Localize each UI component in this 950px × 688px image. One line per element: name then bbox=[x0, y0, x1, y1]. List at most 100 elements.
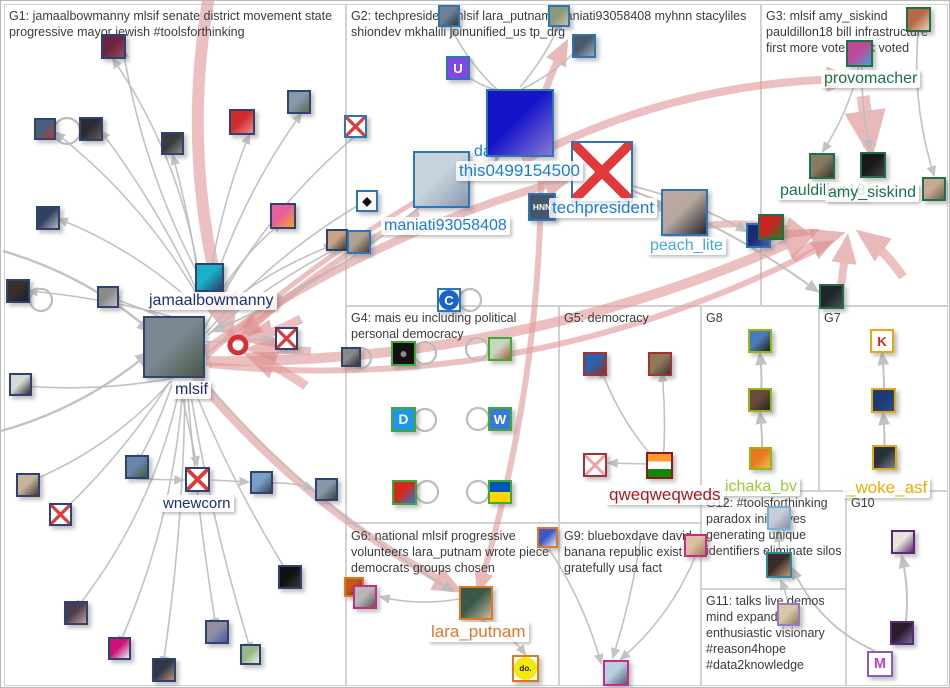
self-loop-edge bbox=[465, 406, 491, 432]
pink-edge bbox=[187, 368, 464, 593]
node-peach_lite[interactable] bbox=[661, 189, 708, 236]
node-g9-man-white[interactable] bbox=[603, 660, 629, 686]
gray-edge bbox=[548, 548, 604, 666]
node-g4-woman[interactable] bbox=[488, 337, 512, 361]
node-g8-top[interactable] bbox=[748, 329, 772, 353]
node-g1-bw-person[interactable] bbox=[97, 286, 119, 308]
node-g8-mid[interactable] bbox=[748, 388, 772, 412]
node-g3-corner[interactable] bbox=[906, 7, 931, 32]
node-g4-edge-bw[interactable] bbox=[341, 347, 361, 367]
node-g1-glasses-man[interactable] bbox=[16, 473, 40, 497]
node-g5-older-man[interactable] bbox=[648, 352, 672, 376]
pink-edge bbox=[205, 228, 821, 367]
node-g4-w-app[interactable]: W bbox=[488, 407, 512, 431]
group-header-g4: G4: mais eu including political personal… bbox=[351, 311, 517, 341]
node-g4-gray-dot[interactable]: ● bbox=[391, 341, 416, 366]
group-header-g3: G3: mlsif amy_siskind pauldillon18 bill … bbox=[766, 9, 928, 55]
node-g12-man[interactable] bbox=[766, 552, 792, 578]
node-g1-gray-woman[interactable] bbox=[205, 620, 229, 644]
gray-edge bbox=[111, 57, 202, 292]
gray-edge bbox=[28, 380, 172, 483]
node-g1-green-art[interactable] bbox=[240, 644, 261, 665]
node-lara_putnam[interactable] bbox=[459, 586, 493, 620]
node-g9-tan[interactable] bbox=[684, 534, 707, 557]
node-g1-hiker[interactable] bbox=[125, 455, 149, 479]
node-g1-x-low[interactable] bbox=[49, 503, 72, 526]
node-g7-circle-k[interactable]: K bbox=[870, 329, 894, 353]
node-g2-motorbike[interactable] bbox=[572, 34, 596, 58]
node-g1-woman-maroon[interactable] bbox=[101, 34, 126, 59]
node-label-lara_putnam: lara_putnam bbox=[428, 622, 529, 642]
node-label-peach_lite: peach_lite bbox=[647, 237, 726, 255]
node-g1-blm[interactable] bbox=[278, 565, 302, 589]
node-qweqweqweds[interactable] bbox=[646, 452, 673, 479]
gray-edge bbox=[205, 334, 275, 345]
node-g2-x[interactable] bbox=[344, 115, 367, 138]
node-g1-curly-woman[interactable] bbox=[64, 601, 88, 625]
gray-edge bbox=[1, 350, 152, 433]
node-g5-blue-suit[interactable] bbox=[583, 352, 607, 376]
node-g7-navy-text[interactable] bbox=[871, 388, 896, 413]
node-g4-d-app[interactable]: D bbox=[391, 407, 416, 432]
node-g6-bw-art[interactable] bbox=[353, 585, 377, 609]
node-g2-u-app[interactable]: U bbox=[446, 56, 470, 80]
node-g11-blonde[interactable] bbox=[777, 603, 800, 626]
node-label-wnewcorn: wnewcorn bbox=[160, 495, 234, 512]
node-g1-woman-dark[interactable] bbox=[152, 658, 176, 682]
node-g2-photo[interactable] bbox=[347, 230, 371, 254]
node-provomacher[interactable] bbox=[846, 40, 873, 67]
node-wnewcorn[interactable] bbox=[185, 467, 210, 492]
node-g3-tyt[interactable] bbox=[758, 214, 784, 240]
node-_woke_asf[interactable] bbox=[872, 445, 897, 470]
node-g3-oldman[interactable] bbox=[922, 177, 946, 201]
node-g1-pair[interactable] bbox=[287, 90, 311, 114]
node-g1-sunglasses[interactable] bbox=[326, 229, 348, 251]
node-g4-rgb[interactable] bbox=[392, 480, 417, 505]
self-loop-edge bbox=[28, 287, 54, 313]
node-label-jamaalbowmanny: jamaalbowmanny bbox=[146, 292, 277, 310]
node-pauldillon18[interactable] bbox=[809, 153, 835, 179]
gray-edge bbox=[99, 129, 200, 296]
self-loop-edge bbox=[412, 407, 438, 433]
node-g11-chart-m[interactable]: M bbox=[867, 651, 893, 677]
node-g1-black-tshirt[interactable] bbox=[9, 373, 32, 396]
node-g1-flag-man[interactable] bbox=[34, 118, 56, 140]
node-g6-do[interactable]: do. bbox=[512, 655, 539, 682]
node-mlsif[interactable] bbox=[143, 316, 205, 378]
node-g4-ukraine[interactable] bbox=[488, 480, 512, 504]
node-g1-sculpture[interactable] bbox=[161, 132, 184, 155]
gray-edge bbox=[56, 217, 192, 302]
group-header-g1: G1: jamaalbowmanny mlsif senate district… bbox=[9, 9, 333, 39]
node-g1-politician[interactable] bbox=[36, 206, 60, 230]
node-g1-blue-shirt[interactable] bbox=[250, 471, 273, 494]
node-g1-dark-portrait[interactable] bbox=[79, 117, 103, 141]
node-g2-c-circle[interactable]: C bbox=[437, 288, 461, 312]
gray-edge bbox=[606, 458, 650, 469]
node-g2-top-b[interactable] bbox=[548, 5, 570, 27]
node-g1-magenta-art[interactable] bbox=[108, 637, 131, 660]
group-box-g11 bbox=[701, 589, 846, 686]
node-g1-gray-beard[interactable] bbox=[315, 478, 338, 501]
gray-edge bbox=[611, 535, 642, 660]
node-this0499154500[interactable] bbox=[486, 89, 554, 157]
node-g1-persist[interactable] bbox=[229, 109, 255, 135]
node-g12-woman[interactable] bbox=[767, 506, 791, 530]
node-ichaka_bv[interactable] bbox=[749, 447, 772, 470]
node-g2-top-a[interactable] bbox=[438, 5, 460, 27]
node-g10-lion[interactable] bbox=[890, 621, 914, 645]
node-g10-crest[interactable] bbox=[891, 530, 915, 554]
node-g1-jewish-vote[interactable] bbox=[270, 203, 296, 229]
node-amy_siskind[interactable] bbox=[860, 152, 886, 178]
node-g1-man-dark[interactable] bbox=[6, 279, 30, 303]
self-loop-edge bbox=[457, 287, 483, 313]
node-g5-x[interactable] bbox=[583, 453, 607, 477]
self-loop-edge bbox=[465, 479, 491, 505]
node-g3-dark-man[interactable] bbox=[819, 284, 844, 309]
node-jamaalbowmanny[interactable] bbox=[195, 263, 224, 292]
gray-edge bbox=[119, 46, 207, 290]
node-g1-x-mid[interactable] bbox=[275, 327, 298, 350]
self-loop-edge bbox=[52, 116, 82, 146]
gray-edge bbox=[54, 131, 197, 294]
node-g6-flag[interactable] bbox=[537, 527, 558, 548]
node-g2-diamond[interactable]: ◆ bbox=[356, 190, 378, 212]
